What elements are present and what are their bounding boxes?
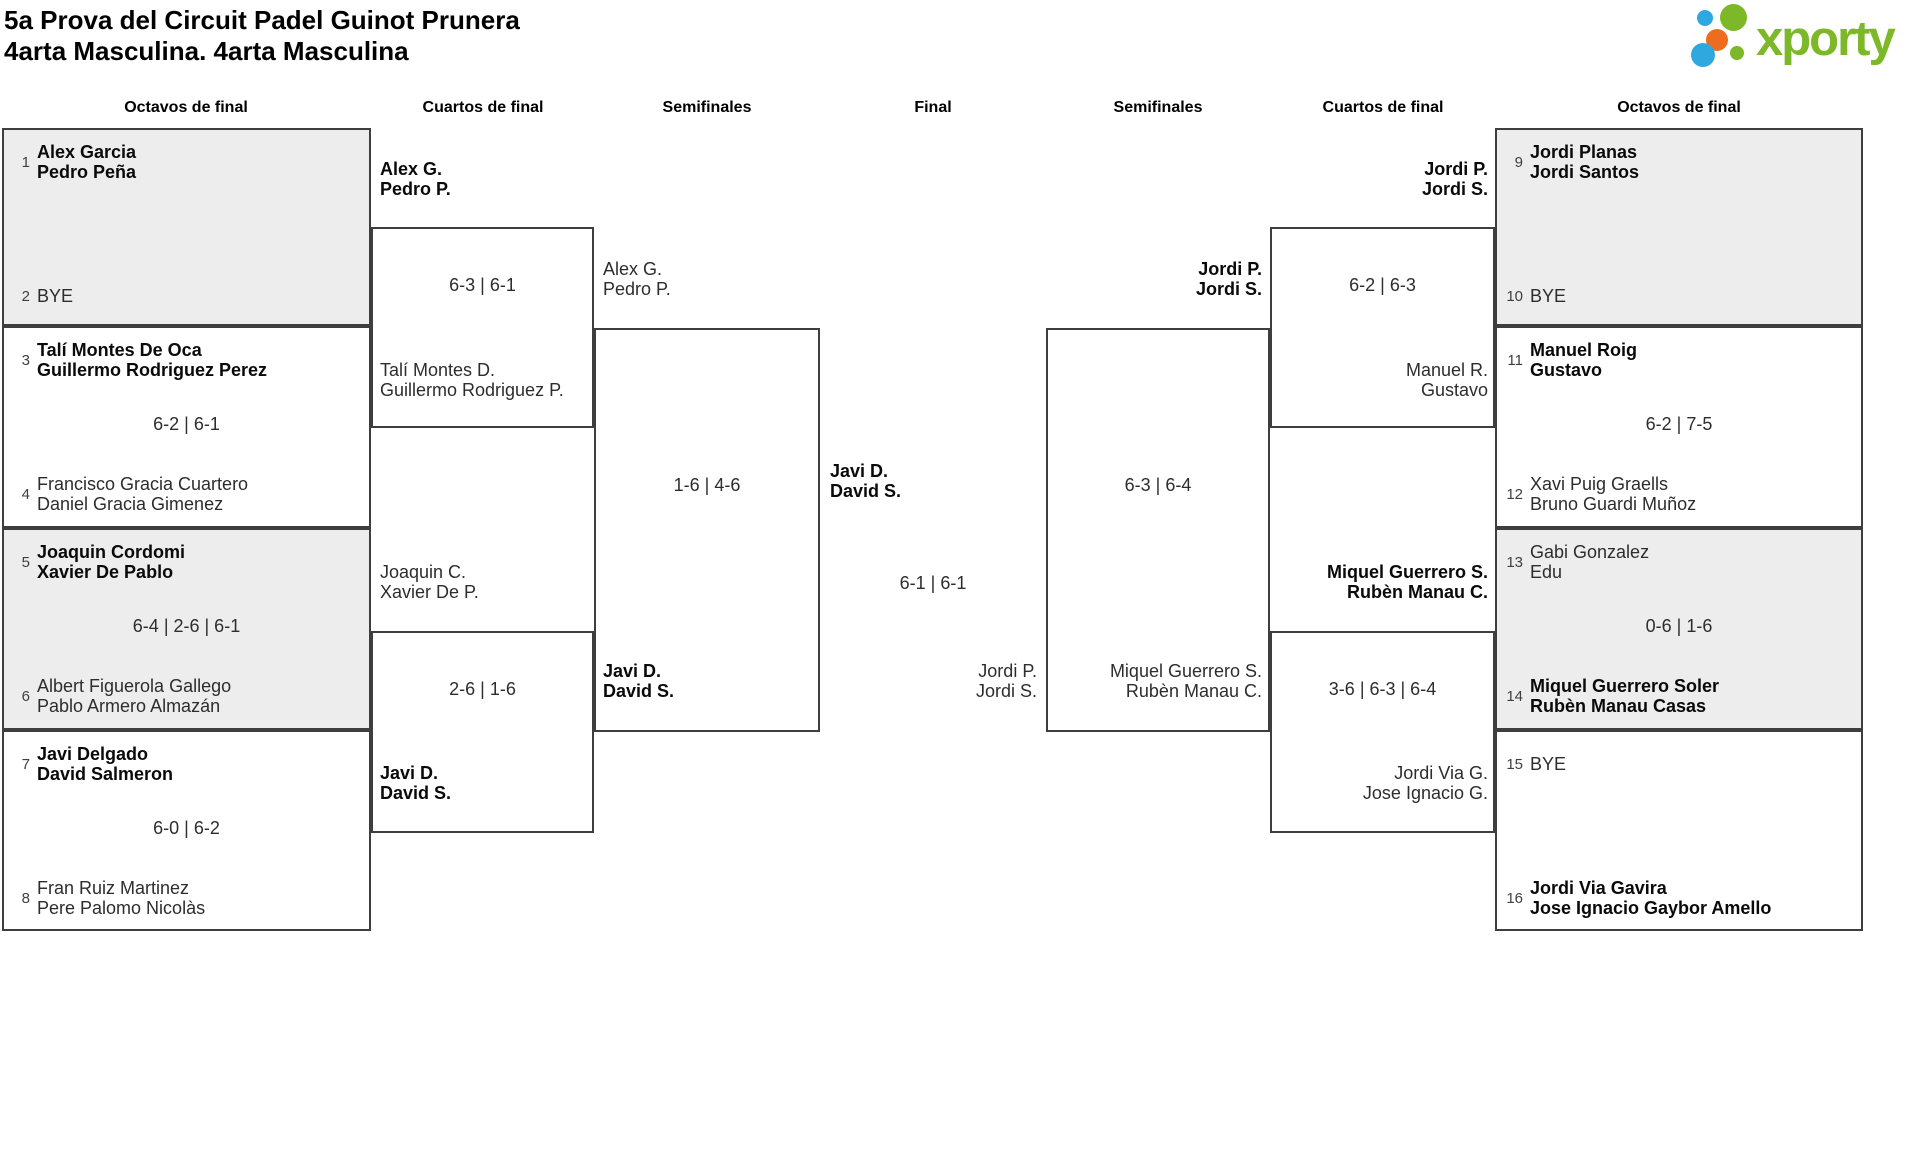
match-score: 6-2 | 7-5 [1645,414,1713,434]
semifinal-2-box: 6-3 | 6-4 [1046,328,1270,732]
cuartos4-team1-label: Miquel Guerrero S.Rubèn Manau C. [1326,562,1488,602]
final-team1-label: Javi D.David S. [830,461,902,501]
round-header-semis-right: Semifinales [1113,99,1203,116]
match-score: 6-4 | 2-6 | 6-1 [132,616,241,636]
round-header-octavos-left: Octavos de final [124,99,248,116]
seed-number: 13 [1506,553,1523,571]
seed-number: 8 [21,889,30,907]
match-score: 6-0 | 6-2 [153,818,220,838]
cuartos-match-3-box: 6-2 | 6-3 [1270,227,1495,428]
cuartos-match-1-box: 6-3 | 6-1 [371,227,594,428]
logo-dot-blue-small [1697,10,1713,26]
cuartos2-team2-label: Javi D.David S. [380,763,452,803]
round-header-cuartos-left: Cuartos de final [422,99,544,116]
semifinal-1-box: 1-6 | 4-6 [594,328,820,732]
cuartos-match-4-box: 3-6 | 6-3 | 6-4 [1270,631,1495,833]
match-score: 6-3 | 6-1 [449,275,516,295]
logo-dot-green-large [1720,4,1747,31]
seed-number: 10 [1506,287,1523,305]
team-name: BYE [1530,754,1567,774]
seed-number: 3 [21,351,30,369]
match-score: 2-6 | 1-6 [449,679,516,699]
seed-number: 15 [1506,755,1523,773]
logo-wordmark: xporty [1756,12,1896,66]
match-score: 0-6 | 1-6 [1645,616,1713,636]
semifinal1-team2-label: Javi D.David S. [603,661,675,701]
title-line1: 5a Prova del Circuit Padel Guinot Pruner… [4,5,520,35]
team-name: BYE [1530,286,1567,306]
match-score: 1-6 | 4-6 [673,475,741,495]
semifinal2-team2-label: Miquel Guerrero S.Rubèn Manau C. [1109,661,1262,701]
seed-number: 2 [21,287,30,305]
seed-number: 7 [21,755,30,773]
cuartos-match-2-box: 2-6 | 1-6 [371,631,594,833]
seed-number: 12 [1506,485,1523,503]
seed-number: 16 [1506,889,1523,907]
logo-dot-green-small [1730,46,1744,60]
final-score: 6-1 | 6-1 [899,573,967,593]
team-name: BYE [37,286,74,306]
round-header-cuartos-right: Cuartos de final [1322,99,1444,116]
seed-number: 4 [21,485,30,503]
match-score: 3-6 | 6-3 | 6-4 [1328,679,1437,699]
semifinal2-team1-label: Jordi P.Jordi S. [1195,259,1262,299]
cuartos3-team2-label: Manuel R.Gustavo [1405,360,1488,400]
cuartos2-team1-label: Joaquin C.Xavier De P. [380,562,479,602]
seed-number: 5 [21,553,30,571]
cuartos4-team2-label: Jordi Via G.Jose Ignacio G. [1362,763,1488,803]
seed-number: 9 [1514,153,1523,171]
logo-dot-orange [1706,29,1728,51]
match-score: 6-3 | 6-4 [1124,475,1192,495]
logo-dot-blue-large [1691,43,1715,67]
seed-number: 14 [1506,687,1523,705]
round-header-semis-left: Semifinales [662,99,752,116]
final-team2-label: Jordi P.Jordi S. [975,661,1037,701]
seed-number: 1 [21,153,30,171]
match-score: 6-2 | 6-1 [153,414,220,434]
semifinal1-team1-label: Alex G.Pedro P. [603,259,671,299]
round-header-final: Final [914,99,952,116]
cuartos1-team1-label: Alex G.Pedro P. [380,159,451,199]
seed-number: 6 [21,687,30,705]
match-score: 6-2 | 6-3 [1349,275,1416,295]
title-line2: 4arta Masculina. 4arta Masculina [4,36,409,66]
page-title: 5a Prova del Circuit Padel Guinot Pruner… [4,5,520,67]
round-header-octavos-right: Octavos de final [1617,99,1741,116]
cuartos3-team1-label: Jordi P.Jordi S. [1421,159,1488,199]
seed-number: 11 [1507,351,1523,369]
cuartos1-team2-label: Talí Montes D.Guillermo Rodriguez P. [380,360,564,400]
